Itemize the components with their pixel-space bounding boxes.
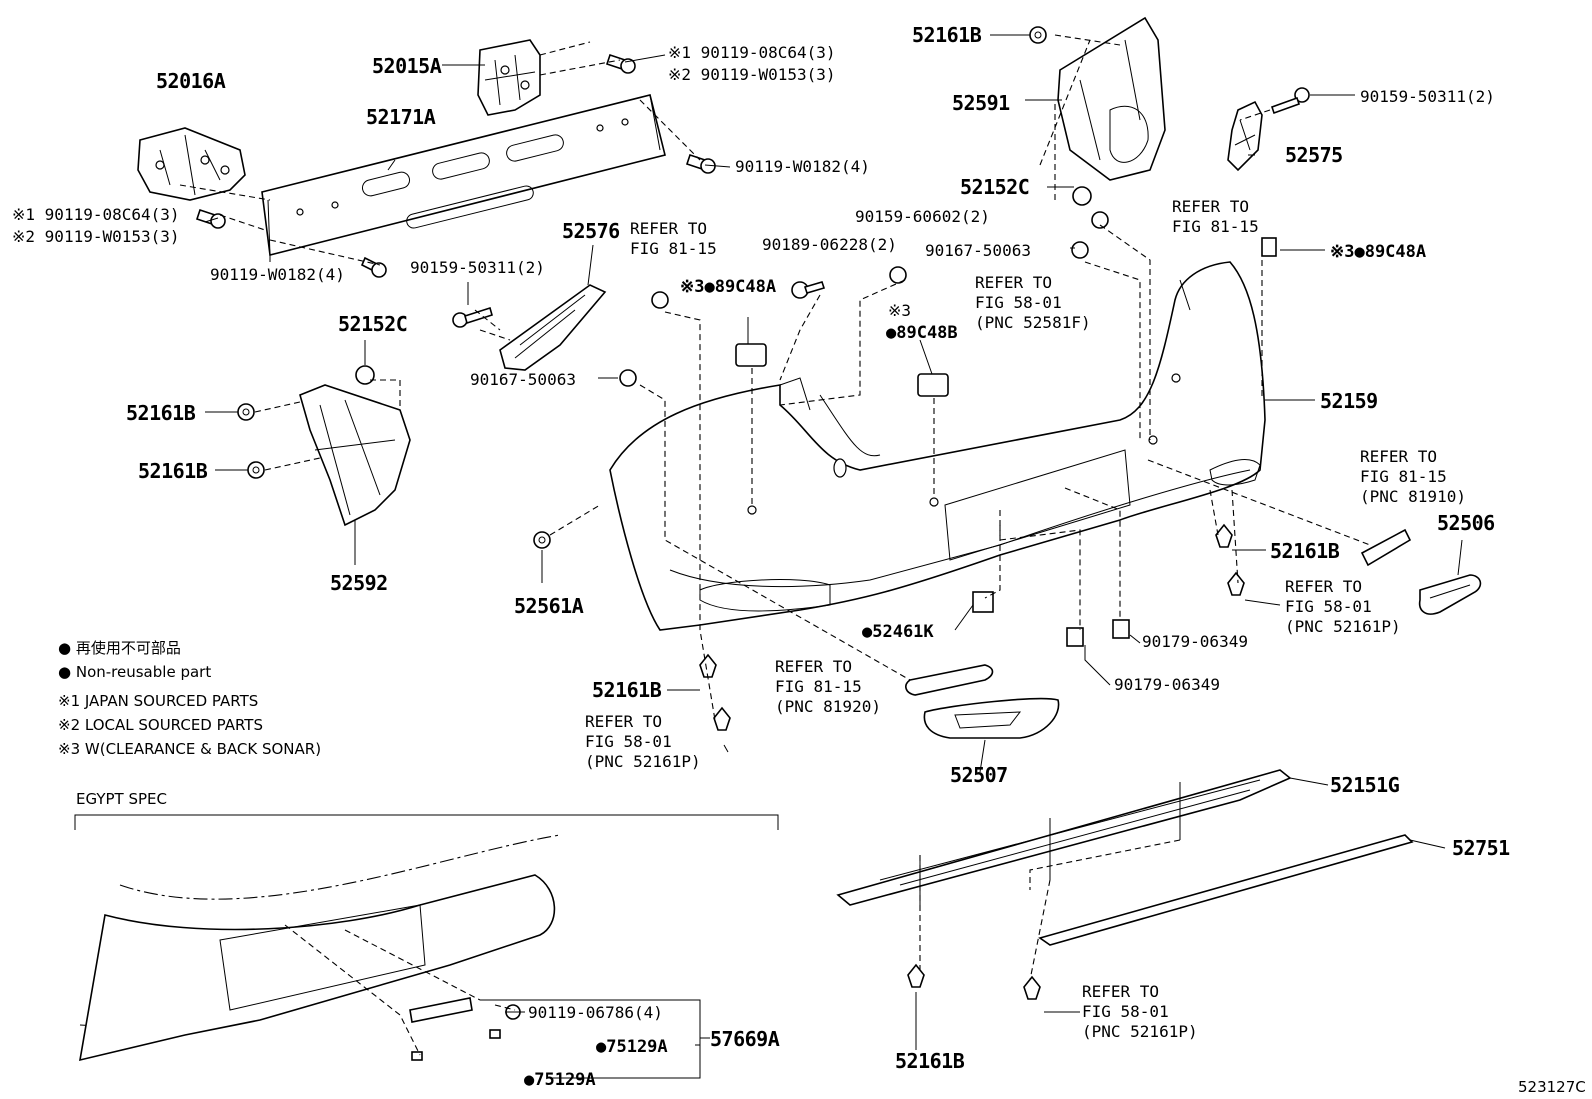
label-90189-06228[interactable]: 90189-06228(2) bbox=[762, 235, 897, 254]
lamp-81920 bbox=[905, 664, 994, 696]
label-52576[interactable]: 52576 bbox=[562, 219, 620, 243]
bolt-icon bbox=[195, 53, 1310, 1020]
label-52461K[interactable]: ●52461K bbox=[862, 622, 934, 642]
label-57669A[interactable]: 57669A bbox=[710, 1027, 780, 1051]
part-labels: 52016A 52015A 52171A ※1 90119-08C64(3) ※… bbox=[12, 23, 1511, 1090]
label-52159[interactable]: 52159 bbox=[1320, 389, 1378, 413]
label-52152C-right[interactable]: 52152C bbox=[960, 175, 1030, 199]
label-90167-50063-left[interactable]: 90167-50063 bbox=[470, 370, 576, 389]
legend-line: ※2 LOCAL SOURCED PARTS bbox=[58, 716, 263, 734]
diagram-id: 523127C bbox=[1518, 1078, 1586, 1096]
label-52592[interactable]: 52592 bbox=[330, 571, 388, 595]
legend-line: ※1 JAPAN SOURCED PARTS bbox=[58, 692, 258, 710]
label-89C48A-right[interactable]: ※3●89C48A bbox=[1330, 242, 1426, 262]
label-90179-06349-a[interactable]: 90179-06349 bbox=[1142, 632, 1248, 651]
label-52171A[interactable]: 52171A bbox=[366, 105, 436, 129]
label-52161B-left1[interactable]: 52161B bbox=[126, 401, 196, 425]
egypt-spec-box bbox=[74, 814, 779, 1062]
label-52151G[interactable]: 52151G bbox=[1330, 773, 1400, 797]
label-52506[interactable]: 52506 bbox=[1437, 511, 1495, 535]
bracket-52016A[interactable] bbox=[137, 127, 246, 201]
retainer-52591[interactable] bbox=[1057, 16, 1166, 181]
label-89C48A-mid[interactable]: ※3●89C48A bbox=[680, 277, 776, 297]
label-90159-50311-right[interactable]: 90159-50311(2) bbox=[1360, 87, 1495, 106]
legend: ● 再使用不可部品 ● Non-reusable part ※1 JAPAN S… bbox=[58, 639, 1586, 1096]
label-52161B-bottom[interactable]: 52161B bbox=[895, 1049, 965, 1073]
lower-molding-52751[interactable] bbox=[1038, 834, 1414, 946]
legend-line: ※3 W(CLEARANCE & BACK SONAR) bbox=[58, 740, 321, 758]
label-52016A[interactable]: 52016A bbox=[156, 69, 226, 93]
label-89C48B[interactable]: ●89C48B bbox=[886, 323, 958, 343]
label-90179-06349-b[interactable]: 90179-06349 bbox=[1114, 675, 1220, 694]
label-75129A-a[interactable]: ●75129A bbox=[596, 1037, 668, 1057]
lower-garnish-52151G[interactable] bbox=[836, 769, 1292, 910]
label-90119-W0182-left[interactable]: 90119-W0182(4) bbox=[210, 265, 345, 284]
label-52575[interactable]: 52575 bbox=[1285, 143, 1343, 167]
guide-lines bbox=[179, 34, 1371, 1056]
label-90119-08C64-top[interactable]: ※1 90119-08C64(3) bbox=[668, 43, 836, 62]
legend-line: ● Non-reusable part bbox=[58, 663, 211, 681]
label-90159-60602[interactable]: 90159-60602(2) bbox=[855, 207, 990, 226]
bracket-52575[interactable] bbox=[1227, 100, 1263, 172]
reflector-52506[interactable] bbox=[1418, 574, 1482, 615]
label-52152C-left[interactable]: 52152C bbox=[338, 312, 408, 336]
leader-lines bbox=[204, 34, 1463, 1079]
label-90159-50311-left[interactable]: 90159-50311(2) bbox=[410, 258, 545, 277]
label-90119-W0153-top[interactable]: ※2 90119-W0153(3) bbox=[668, 65, 836, 84]
label-52161B-left2[interactable]: 52161B bbox=[138, 459, 208, 483]
egypt-spec-title: EGYPT SPEC bbox=[76, 790, 167, 808]
bumper-reinforcement[interactable] bbox=[261, 94, 666, 256]
legend-line: ● 再使用不可部品 bbox=[58, 639, 181, 657]
label-52161B-right[interactable]: 52161B bbox=[1270, 539, 1340, 563]
label-52751[interactable]: 52751 bbox=[1452, 836, 1511, 860]
label-90119-W0153-left[interactable]: ※2 90119-W0153(3) bbox=[12, 227, 180, 246]
label-90119-08C64-left[interactable]: ※1 90119-08C64(3) bbox=[12, 205, 180, 224]
label-52591[interactable]: 52591 bbox=[952, 91, 1011, 115]
reflector-52507[interactable] bbox=[923, 697, 1060, 739]
bracket-52015A[interactable] bbox=[477, 39, 541, 116]
bumper-cover-52159[interactable] bbox=[609, 261, 1266, 631]
clip-icon bbox=[237, 26, 1277, 1061]
label-52161B-bottom-left[interactable]: 52161B bbox=[592, 678, 662, 702]
lamp-81910 bbox=[1360, 528, 1412, 567]
label-52507[interactable]: 52507 bbox=[950, 763, 1008, 787]
label-90119-06786[interactable]: 90119-06786(4) bbox=[528, 1003, 663, 1022]
label-90167-50063-right[interactable]: 90167-50063 bbox=[925, 241, 1031, 260]
label-75129A-b[interactable]: ●75129A bbox=[524, 1070, 596, 1090]
label-52561A[interactable]: 52561A bbox=[514, 594, 584, 618]
label-89C48B-mark: ※3 bbox=[888, 301, 911, 320]
label-52161B-top[interactable]: 52161B bbox=[912, 23, 982, 47]
label-52015A[interactable]: 52015A bbox=[372, 54, 442, 78]
bracket-52576[interactable] bbox=[499, 284, 607, 371]
retainer-52592[interactable] bbox=[299, 384, 411, 527]
label-90119-W0182-right[interactable]: 90119-W0182(4) bbox=[735, 157, 870, 176]
